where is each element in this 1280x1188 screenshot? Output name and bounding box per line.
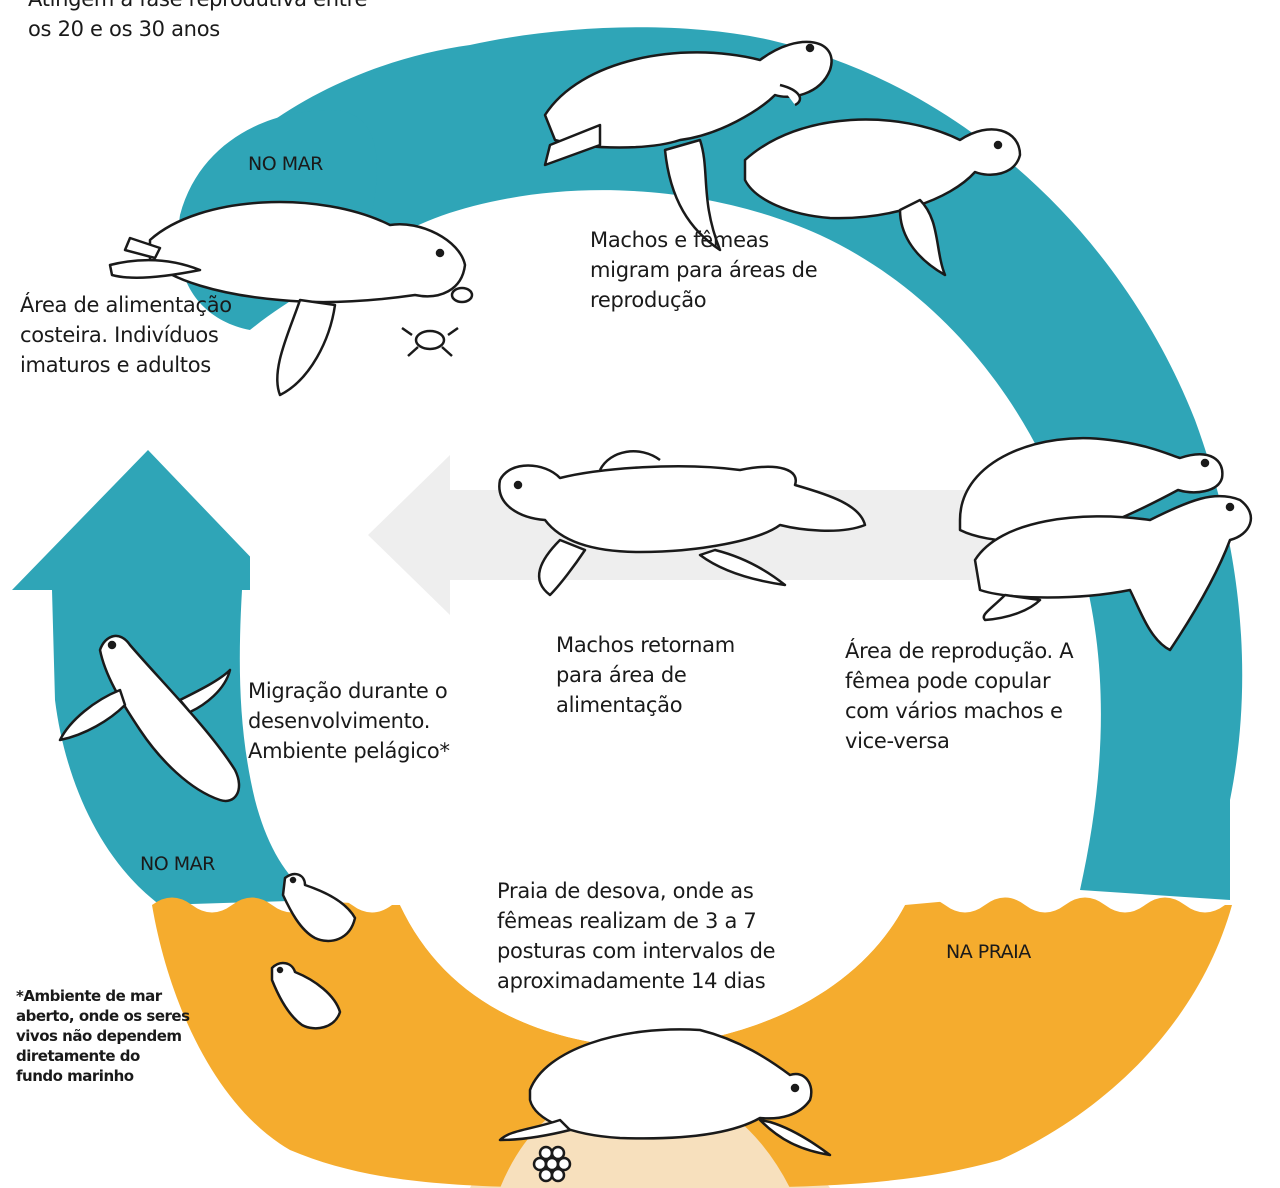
label-beach: NA PRAIA [946, 940, 1031, 964]
label-sea-bottom: NO MAR [140, 852, 215, 876]
label-footnote: *Ambiente de mar aberto, onde os seres v… [16, 986, 216, 1086]
label-feeding-area: Área de alimentação costeira. Indivíduos… [20, 290, 280, 380]
label-sea-top: NO MAR [248, 152, 323, 176]
label-pelagic-migration: Migração durante o desenvolvimento. Ambi… [248, 676, 488, 766]
label-reproductive-age: Atingem a fase reprodutiva entre os 20 e… [28, 0, 428, 44]
label-nesting-beach: Praia de desova, onde as fêmeas realizam… [497, 876, 797, 996]
label-breeding-area: Área de reprodução. A fêmea pode copular… [845, 636, 1095, 756]
label-males-return: Machos retornam para área de alimentação [556, 630, 776, 720]
label-migrate: Machos e fêmeas migram para áreas de rep… [590, 225, 850, 315]
eggs-icon [534, 1147, 570, 1181]
